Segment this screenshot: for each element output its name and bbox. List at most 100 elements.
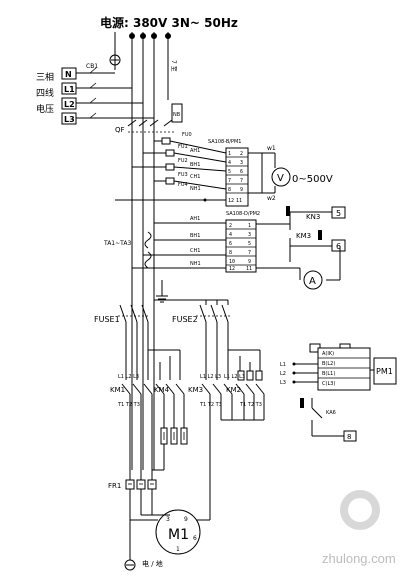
motor-wiring — [129, 510, 210, 560]
awire-bh1: BH1 — [190, 233, 200, 239]
as-term-3: 8 — [229, 250, 232, 256]
km1-bot-terminals: T1 T2 T3 — [117, 402, 140, 408]
control-box-5-label: 5 — [336, 209, 341, 218]
pm-terminal-block — [317, 347, 371, 391]
vwire-ah1: AH1 — [190, 148, 200, 154]
ka6-label: KA6 — [326, 410, 336, 416]
as-term-0: 2 — [229, 223, 232, 229]
ammeter-icon — [303, 270, 323, 290]
fuse1-label: FUSE1 — [94, 315, 120, 324]
voltmeter-switch-body — [225, 147, 249, 207]
as-term-6: 1 — [248, 223, 251, 229]
as-term-4: 10 — [229, 259, 235, 265]
ammeter-feed-wires — [132, 222, 300, 303]
voltmeter-wire-w2: w2 — [267, 195, 276, 202]
km4-label: KM4 — [154, 386, 170, 394]
as-term-7: 3 — [248, 232, 251, 238]
terminal-l2: L2 — [64, 100, 75, 109]
phase-terminals — [61, 67, 154, 125]
motor-pin-3: 3 — [166, 516, 170, 523]
vwire-nh1: NH1 — [190, 186, 201, 192]
ammeter-symbol: A — [309, 276, 316, 287]
control-circuit — [286, 206, 332, 262]
pm-box-8-label: 8 — [347, 433, 351, 441]
pm-pin-1: B(L2) — [322, 361, 335, 367]
vwire-bh1: BH1 — [190, 162, 200, 168]
nb-box — [171, 103, 183, 123]
fr1-label: FR1 — [108, 482, 121, 490]
vs-term-l5: 12 — [228, 198, 234, 204]
vs-term-l4: 8 — [228, 187, 231, 193]
voltmeter-icon — [271, 167, 291, 187]
as-term-9: 7 — [248, 250, 251, 256]
mid-fuse-2 — [154, 299, 232, 323]
pm-pin-3: C(L3) — [322, 381, 335, 387]
label-three-phase: 三相 — [36, 71, 54, 83]
km3-label: KM3 — [296, 232, 311, 240]
bottom-ground-icon — [124, 559, 136, 571]
motor-pin-1: 1 — [176, 546, 180, 553]
ka6-switch — [300, 398, 344, 437]
motor-label: M1 — [168, 527, 189, 543]
pm-inputs — [292, 362, 318, 384]
nb-label: NB — [173, 112, 181, 118]
voltmeter-feed-wires — [115, 140, 227, 202]
km2-top-terminals: L1 L2 L3 — [224, 374, 245, 380]
voltmeter-wire-w1: w1 — [267, 145, 276, 152]
awire-ah1: AH1 — [190, 216, 200, 222]
pm1-box — [373, 357, 397, 385]
terminal-n: N — [65, 70, 72, 79]
kn3-label: KN3 — [306, 213, 320, 221]
vs-term-r0: 2 — [240, 151, 243, 157]
watermark-logo — [340, 490, 380, 530]
vs-term-l1: 4 — [228, 160, 231, 166]
motor-pin-9: 9 — [184, 516, 188, 523]
as-term-10: 9 — [248, 259, 251, 265]
pm-pin-0: A(IK) — [322, 351, 334, 357]
km3c-label: KM3 — [188, 386, 203, 394]
supply-buses — [109, 32, 171, 470]
km2-bot-terminals: T1 T2 T3 — [239, 402, 262, 408]
control-box-5 — [331, 206, 346, 219]
voltmeter-circuit — [248, 152, 276, 194]
km1-label: KM1 — [110, 386, 125, 394]
vs-term-l2: 5 — [228, 169, 231, 175]
vs-term-r1: 3 — [240, 160, 243, 166]
terminal-l1: L1 — [64, 85, 75, 94]
label-four-wire: 四线 — [36, 87, 54, 99]
control-box-6 — [331, 239, 346, 252]
vs-term-r4: 9 — [240, 187, 243, 193]
top-fuses — [132, 137, 175, 185]
awire-ch1: CH1 — [190, 248, 200, 254]
mid-fuse-1 — [118, 304, 150, 323]
as-term-5: 12 — [229, 266, 235, 272]
control-box-6-label: 6 — [336, 242, 341, 251]
as-term-8: 5 — [248, 241, 251, 247]
pm1-label: PM1 — [376, 367, 393, 376]
ground-label: 电 / 地 — [142, 559, 163, 568]
vs-term-r2: 6 — [240, 169, 243, 175]
fuse2-label: FUSE2 — [172, 315, 198, 324]
as-term-1: 4 — [229, 232, 232, 238]
fuse-fu0: FU0 — [182, 132, 192, 138]
km1-top-terminals: L1 L2 L3 — [118, 374, 139, 380]
pm-box-8 — [343, 430, 357, 442]
contactor-wiring — [125, 322, 261, 380]
ammeter-switch-label: SA108-D/PM2 — [226, 211, 260, 217]
motor-icon — [155, 509, 201, 555]
ct-label: TA1~TA3 — [103, 240, 131, 247]
watermark-text: zhulong.com — [322, 551, 396, 566]
cb-label: CB1 — [86, 63, 98, 70]
voltmeter-range: 0~500V — [292, 174, 333, 185]
voltmeter-symbol: V — [277, 173, 284, 184]
vs-term-l3: 7 — [228, 178, 231, 184]
as-term-2: 6 — [229, 241, 232, 247]
fuse-fu3: FU3 — [178, 172, 188, 178]
vwire-ch1: CH1 — [190, 174, 200, 180]
tap-label: 7 至 — [170, 60, 177, 72]
as-term-11: 11 — [246, 266, 252, 272]
vs-term-r6: 11 — [236, 198, 242, 204]
terminal-l3: L3 — [64, 115, 75, 124]
supply-title: 电源: 380V 3N~ 50Hz — [100, 15, 238, 30]
